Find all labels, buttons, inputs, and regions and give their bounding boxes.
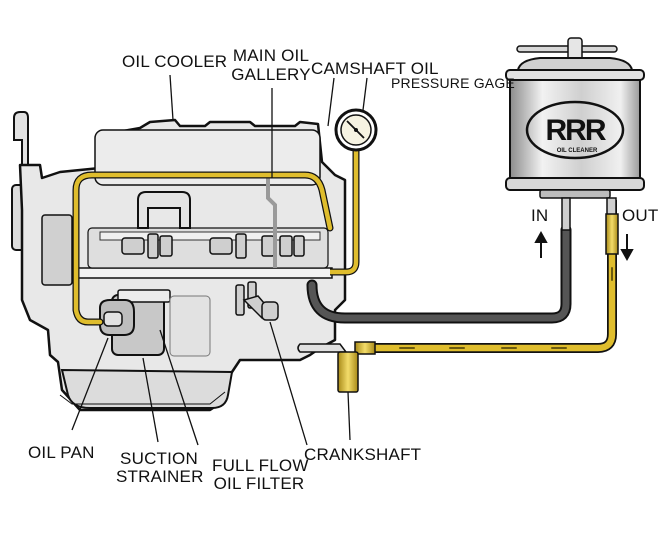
in-arrow-icon xyxy=(534,230,548,258)
rocker-assembly xyxy=(121,233,305,259)
leader-suction-strainer-2 xyxy=(159,329,199,446)
label-crankshaft: CRANKSHAFT xyxy=(304,445,422,464)
label-suction-strainer-line2: STRAINER xyxy=(116,467,204,486)
label-main-oil-gallery-line1: MAIN OIL xyxy=(232,46,310,65)
label-oil-cooler: OIL COOLER xyxy=(122,52,228,71)
crankshaft-assembly xyxy=(235,281,279,321)
label-in: IN xyxy=(531,206,549,225)
oil-pump-housing xyxy=(99,289,171,356)
leader-lines xyxy=(71,74,368,446)
leader-oil-pan xyxy=(71,337,109,431)
oil-filter-canister: RRR OIL CLEANER xyxy=(505,37,645,255)
oil-pan xyxy=(59,391,226,405)
label-pressure-gage: PRESSURE GAGE xyxy=(391,75,515,91)
label-main-oil-gallery-line2: GALLERY xyxy=(231,65,311,84)
leader-full-flow-oil-filter xyxy=(269,321,308,446)
label-out: OUT xyxy=(622,206,659,225)
leader-camshaft-oil xyxy=(327,77,335,127)
leader-suction-strainer-1 xyxy=(142,357,159,443)
outlet-fitting xyxy=(297,343,348,353)
label-full-flow-oil-filter-line2: OIL FILTER xyxy=(213,474,305,493)
leader-crankshaft xyxy=(347,391,351,441)
label-oil-pan: OIL PAN xyxy=(28,443,95,462)
main-oil-gallery-line xyxy=(266,178,277,268)
engine-block xyxy=(11,111,347,412)
filter-logo-subtext: OIL CLEANER xyxy=(557,148,598,154)
leader-oil-cooler xyxy=(169,74,174,121)
filter-logo-mark: RRR xyxy=(546,114,607,147)
label-full-flow-oil-filter-line1: FULL FLOW xyxy=(212,456,309,475)
out-arrow-icon xyxy=(620,234,634,262)
label-camshaft-oil: CAMSHAFT OIL xyxy=(311,59,439,78)
pressure-gauge xyxy=(334,108,378,152)
leader-pressure-gage xyxy=(362,77,368,111)
dipstick-tube xyxy=(13,111,29,178)
drain-fitting xyxy=(337,351,359,393)
outlet-oil-line xyxy=(357,200,617,353)
label-suction-strainer-line1: SUCTION xyxy=(120,449,198,468)
